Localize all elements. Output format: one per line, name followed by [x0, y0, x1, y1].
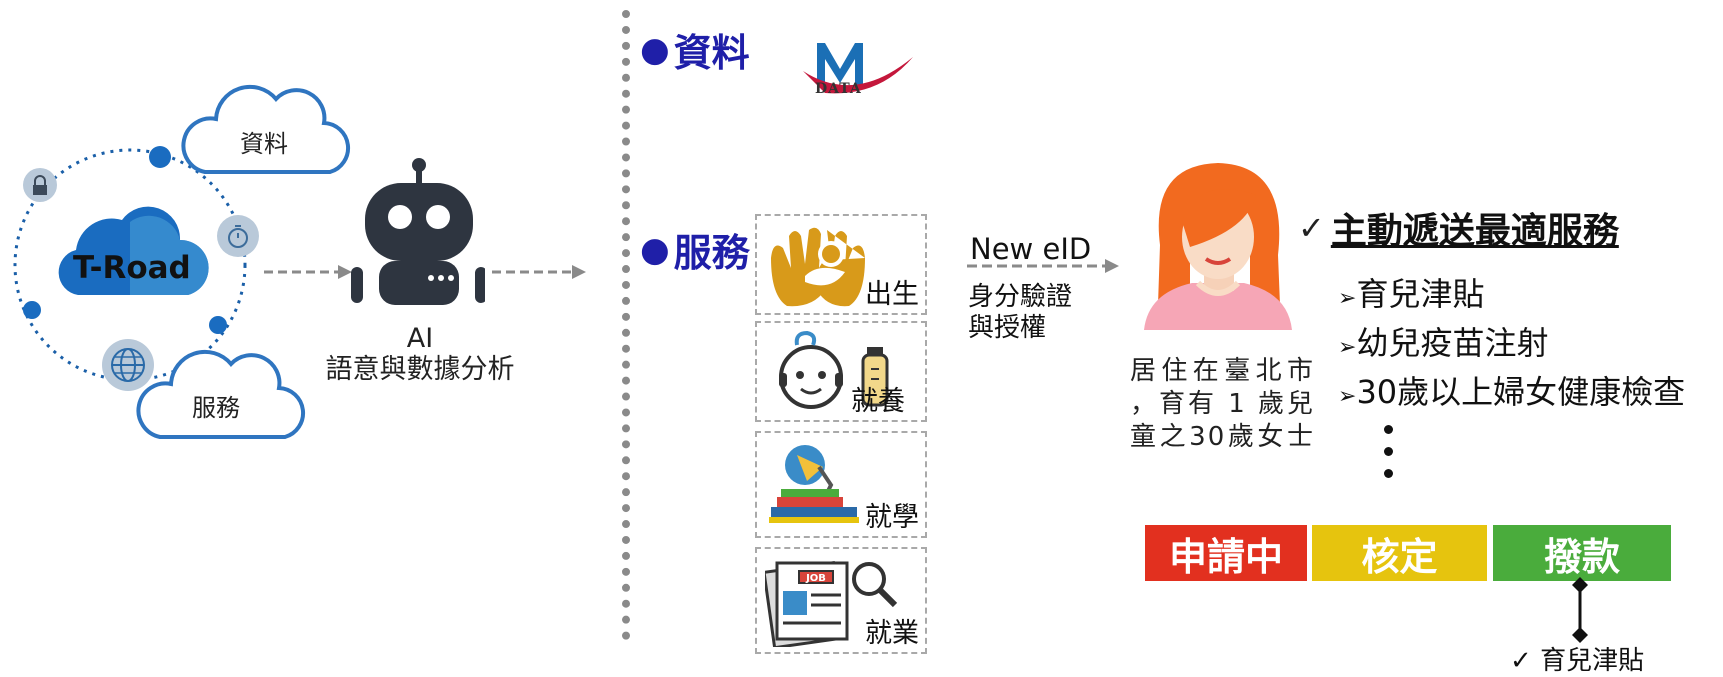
resident-description: 居住在臺北市 ，育有 1 歲兒 童之30歲女士 [1130, 355, 1315, 454]
service-heading: ● 服務 [640, 222, 750, 277]
section-divider [622, 10, 630, 640]
eid-caption-line2: 與授權 [968, 313, 1047, 343]
service-card-birth[interactable]: 出生 [755, 214, 927, 315]
check-icon: ✓ [1510, 646, 1532, 676]
job-newspaper-icon: JOB [765, 560, 898, 647]
bullet-dot-icon: ● [640, 229, 670, 270]
service-label-birth: 出生 [865, 279, 919, 310]
service-card-employment[interactable]: JOB 就業 [755, 547, 927, 654]
service-card-education[interactable]: 就學 [755, 431, 927, 538]
eid-caption-line1: 身分驗證 [968, 282, 1073, 312]
cloud-bottom-outline [136, 349, 306, 439]
eid-title: New eID [970, 232, 1092, 266]
arrow-bullet-icon: ➢ [1338, 384, 1357, 409]
benefit-item: ➢30歲以上婦女健康檢查 [1338, 370, 1685, 419]
continuation-dots [1384, 425, 1393, 478]
benefit-text: 幼兒疫苗注射 [1356, 324, 1549, 362]
status-connector [1572, 577, 1588, 643]
status-step-approved: 核定 [1312, 525, 1487, 581]
service-label-care: 就養 [851, 386, 905, 417]
benefit-text: 30歲以上婦女健康檢查 [1356, 373, 1686, 411]
check-icon: ✓ [1298, 209, 1325, 247]
t-road-diagram: T-Road 資料 服務 [0, 0, 360, 460]
data-heading-text: 資料 [673, 31, 750, 75]
benefit-text: 育兒津貼 [1356, 275, 1485, 313]
service-label-education: 就學 [865, 502, 919, 533]
mydata-logo-mark [803, 43, 913, 94]
service-heading-text: 服務 [673, 231, 750, 275]
baby-bottle-icon [779, 330, 889, 409]
ai-title: AI [406, 323, 434, 354]
benefits-header: ✓ 主動遞送最適服務 [1298, 202, 1619, 254]
benefits-title: 主動遞送最適服務 [1330, 211, 1619, 252]
robot-icon [351, 158, 485, 305]
lock-icon [23, 168, 57, 202]
mydata-logo: DATA [795, 35, 920, 105]
ai-subtitle: 語意與數據分析 [325, 354, 515, 385]
cloud-top-outline [181, 84, 351, 174]
benefits-list: ➢育兒津貼 ➢幼兒疫苗注射 ➢30歲以上婦女健康檢查 [1338, 272, 1685, 419]
arrow-bullet-icon: ➢ [1338, 286, 1357, 311]
books-lamp-icon [769, 445, 859, 523]
benefit-item: ➢育兒津貼 [1338, 272, 1685, 321]
t-road-ring [13, 84, 351, 439]
eid-arrow [967, 259, 1119, 273]
svg-text:JOB: JOB [805, 573, 826, 584]
status-note-text: 育兒津貼 [1540, 646, 1645, 676]
status-step-applying: 申請中 [1145, 525, 1307, 581]
service-label-employment: 就業 [865, 618, 919, 649]
hands-baby-icon [771, 227, 865, 307]
t-road-label: T-Road [73, 250, 191, 286]
globe-icon [102, 339, 154, 391]
cloud-top-label: 資料 [240, 130, 288, 158]
status-note: ✓ 育兒津貼 [1510, 640, 1644, 677]
timer-icon [217, 215, 259, 257]
benefit-item: ➢幼兒疫苗注射 [1338, 321, 1685, 370]
data-heading: ● 資料 [640, 22, 750, 77]
ai-label: AI 語意與數據分析 [300, 323, 540, 385]
arrow-from-ai [492, 265, 586, 279]
mydata-logo-text: DATA [815, 81, 862, 97]
bullet-dot-icon: ● [640, 29, 670, 70]
t-road-cloud-icon [58, 206, 209, 295]
eid-caption: 身分驗證 與授權 [968, 282, 1072, 344]
woman-avatar-icon [1144, 163, 1292, 330]
resident-line2: ，育有 1 歲兒 [1130, 389, 1315, 419]
arrow-to-ai [264, 265, 352, 279]
service-card-care[interactable]: 就養 [755, 321, 927, 422]
resident-line1: 居住在臺北市 [1130, 356, 1315, 386]
cloud-bottom-label: 服務 [192, 394, 240, 422]
status-step-paid: 撥款 [1493, 525, 1671, 581]
arrow-bullet-icon: ➢ [1338, 335, 1357, 360]
resident-line3: 童之30歲女士 [1130, 422, 1315, 452]
